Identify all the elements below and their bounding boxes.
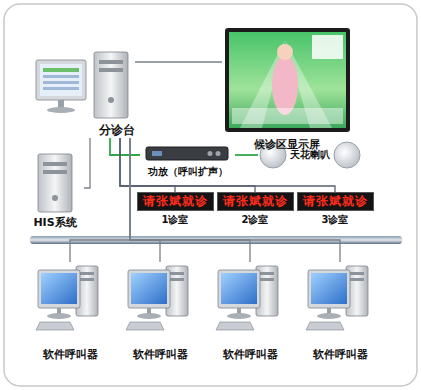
amplifier-box: 功放（呼叫扩声） — [140, 146, 235, 178]
led-message: 请张斌就诊 — [217, 192, 294, 211]
room-display: 请张斌就诊 3诊室 — [294, 192, 377, 232]
connector — [70, 138, 130, 262]
node-label: 1诊室 — [162, 214, 189, 227]
node-label: 天花喇叭 — [290, 149, 330, 162]
node-label: 软件呼叫器 — [43, 348, 98, 362]
connector — [110, 138, 140, 155]
frame — [4, 4, 417, 386]
amplifier — [146, 147, 228, 160]
triage-computer — [36, 52, 128, 118]
his-server — [38, 154, 72, 212]
node-label: 软件呼叫器 — [313, 348, 368, 362]
waiting-display — [225, 28, 350, 132]
software-caller: 软件呼叫器 — [210, 262, 290, 362]
speaker-group: 天花喇叭 — [258, 140, 362, 170]
pc-icon — [36, 266, 98, 330]
led-message: 请张斌就诊 — [297, 192, 374, 211]
node-label: 软件呼叫器 — [223, 348, 278, 362]
triage-desk: 分诊台 — [30, 50, 135, 138]
pc-icon — [216, 266, 278, 330]
connector — [135, 61, 222, 62]
node-label: HIS系统 — [33, 216, 76, 230]
node-label: 分诊台 — [99, 123, 135, 138]
connector — [84, 138, 90, 188]
node-label: 2诊室 — [242, 214, 269, 227]
software-caller: 软件呼叫器 — [30, 262, 110, 362]
led-message: 请张斌就诊 — [137, 192, 214, 211]
room-display: 请张斌就诊 1诊室 — [134, 192, 217, 232]
software-caller: 软件呼叫器 — [120, 262, 200, 362]
display-screen: 候诊区显示屏 — [222, 28, 352, 152]
connector — [235, 154, 258, 156]
his-system: HIS系统 — [26, 150, 84, 230]
connector — [120, 138, 335, 192]
pc-icon — [126, 266, 188, 330]
node-label: 功放（呼叫扩声） — [148, 166, 228, 179]
pc-icon — [306, 266, 368, 330]
software-caller: 软件呼叫器 — [300, 262, 380, 362]
connector — [120, 138, 175, 192]
room-display: 请张斌就诊 2诊室 — [214, 192, 297, 232]
connector — [120, 138, 255, 192]
node-label: 软件呼叫器 — [133, 348, 188, 362]
node-label: 3诊室 — [322, 214, 349, 227]
